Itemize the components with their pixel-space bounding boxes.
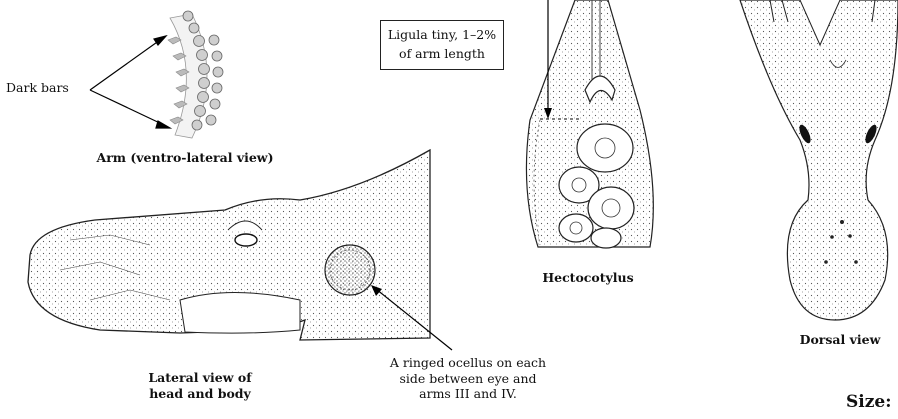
dark-bars-arrows — [90, 36, 170, 128]
lateral-body-drawing — [28, 150, 430, 340]
size-label: Size: — [846, 392, 891, 412]
lateral-view-caption: Lateral view of head and body — [130, 370, 270, 402]
hectocotylus-drawing — [526, 0, 653, 248]
ligula-annotation-line2: of arm length — [381, 44, 503, 63]
ocellus-annotation: A ringed ocellus on each side between ey… — [370, 355, 566, 402]
ocellus-annotation-line2: side between eye and — [370, 371, 566, 387]
arm-drawing — [168, 11, 223, 138]
dorsal-view-drawing — [740, 0, 898, 320]
ocellus-annotation-line1: A ringed ocellus on each — [370, 355, 566, 371]
dorsal-view-caption: Dorsal view — [785, 332, 895, 347]
lateral-caption-line1: Lateral view of — [130, 370, 270, 386]
ligula-annotation-line1: Ligula tiny, 1–2% — [381, 25, 503, 44]
hectocotylus-caption: Hectocotylus — [508, 270, 668, 285]
ocellus-annotation-line3: arms III and IV. — [370, 386, 566, 402]
dark-bars-label: Dark bars — [6, 80, 69, 95]
arm-caption: Arm (ventro-lateral view) — [85, 150, 285, 165]
ligula-annotation-box: Ligula tiny, 1–2% of arm length — [380, 20, 504, 70]
lateral-caption-line2: head and body — [130, 386, 270, 402]
